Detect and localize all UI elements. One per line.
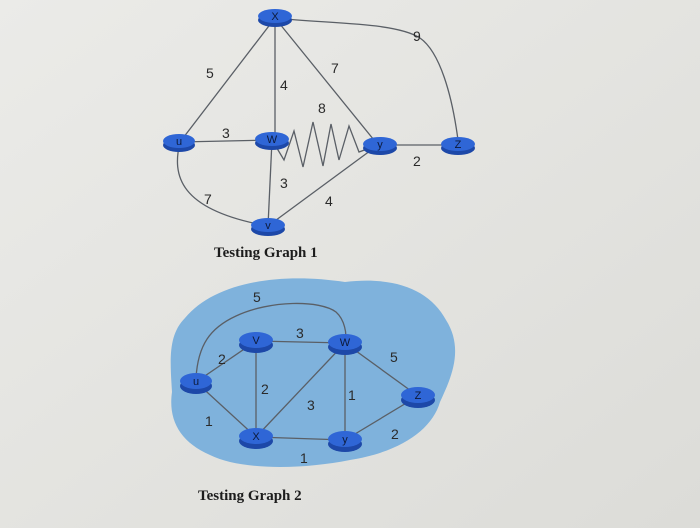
g1-node-z-label: Z xyxy=(455,139,462,151)
g2-edge-u-w xyxy=(195,302,347,379)
g1-node-v-label: v xyxy=(265,220,271,232)
g1-node-y-label: y xyxy=(377,139,383,151)
g1-node-v: v xyxy=(251,218,285,236)
network-cloud xyxy=(170,278,456,467)
g1-node-u-label: u xyxy=(176,136,182,148)
g1-weight-v-y: 4 xyxy=(325,193,333,209)
g2-node-v-label: V xyxy=(252,335,260,347)
g2-node-v: V xyxy=(239,332,273,353)
g1-node-w-label: W xyxy=(267,134,278,146)
g1-edge-u-v xyxy=(176,141,269,227)
g2-weight-v-x: 2 xyxy=(261,381,269,397)
g1-weight-x-z: 9 xyxy=(413,28,421,44)
g1-node-y: y xyxy=(363,137,397,155)
g2-node-u-label: u xyxy=(193,376,199,388)
g1-weight-x-u: 5 xyxy=(206,65,214,81)
g2-weight-u-v: 2 xyxy=(218,351,226,367)
g2-weight-x-y: 1 xyxy=(300,450,308,466)
g2-node-w-label: W xyxy=(340,337,351,349)
g1-weight-u-w: 3 xyxy=(222,125,230,141)
g2-node-x-label: X xyxy=(252,431,260,443)
g1-edge-w-y xyxy=(271,121,379,168)
g2-node-u: u xyxy=(180,373,212,394)
g1-edge-v-y xyxy=(267,144,379,227)
g1-weight-u-v: 7 xyxy=(204,191,212,207)
g1-node-z: Z xyxy=(441,137,475,155)
g1-edge-x-z xyxy=(274,17,459,141)
g2-weight-y-z: 2 xyxy=(391,426,399,442)
g2-caption: Testing Graph 2 xyxy=(198,488,302,504)
g2-node-y: y xyxy=(328,431,362,452)
g1-caption: Testing Graph 1 xyxy=(214,245,318,261)
g2-weight-u-w: 5 xyxy=(253,289,261,305)
g2-weight-v-w: 3 xyxy=(296,325,304,341)
g1-weight-w-v: 3 xyxy=(280,175,288,191)
g1-weight-x-y: 7 xyxy=(331,60,339,76)
g1-node-u: u xyxy=(163,134,195,152)
g2-node-y-label: y xyxy=(342,434,348,446)
g2-node-x: X xyxy=(239,428,273,449)
testing-graph-2: 5 2 1 3 2 3 1 5 1 2 u V W X xyxy=(170,278,456,504)
g1-edge-x-y xyxy=(274,17,379,146)
g1-weight-x-w: 4 xyxy=(280,77,288,93)
g1-edge-w-v xyxy=(267,139,273,227)
testing-graph-1: 5 4 7 9 3 7 8 3 4 2 X u W y xyxy=(163,9,475,261)
g2-edge-w-x xyxy=(255,342,346,438)
g1-node-x: X xyxy=(258,9,292,27)
g2-node-z-label: Z xyxy=(415,390,422,402)
g1-weight-w-y: 8 xyxy=(318,100,326,116)
g2-node-w: W xyxy=(328,334,362,355)
g2-weight-u-x: 1 xyxy=(205,413,213,429)
g1-weight-y-z: 2 xyxy=(413,153,421,169)
g2-node-z: Z xyxy=(401,387,435,408)
g1-node-w: W xyxy=(255,132,289,150)
g1-node-x-label: X xyxy=(271,11,279,23)
g2-weight-w-y: 1 xyxy=(348,387,356,403)
g2-weight-w-x: 3 xyxy=(307,397,315,413)
g1-edge-x-u xyxy=(179,17,276,143)
g2-weight-w-z: 5 xyxy=(390,349,398,365)
